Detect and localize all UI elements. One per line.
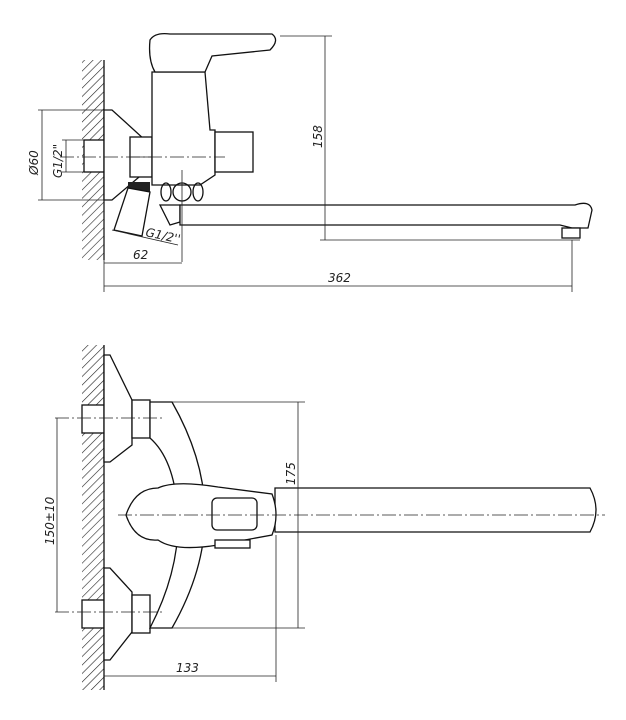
flange-upper — [103, 354, 133, 463]
nut-upper — [131, 399, 151, 439]
wall-hatch — [82, 345, 104, 690]
dim-label-diameter: Ø60 — [27, 150, 41, 176]
dim-label-158: 158 — [311, 125, 325, 148]
dim-label-133: 133 — [176, 661, 199, 675]
mixer-body — [151, 71, 216, 186]
diverter — [214, 131, 254, 173]
dim-label-shower-thread: G1/2'' — [144, 225, 181, 246]
shower-outlet — [113, 187, 151, 237]
dim-label-62: 62 — [133, 248, 148, 262]
flange-lower — [103, 567, 133, 661]
spout — [274, 487, 597, 533]
wall-pipe — [83, 139, 105, 173]
shower-outlet-thread — [128, 182, 150, 192]
nut-lower — [131, 594, 151, 634]
handle — [148, 32, 277, 73]
dim-label-175: 175 — [284, 462, 298, 485]
dim-label-362: 362 — [328, 271, 351, 285]
dim-label-wall-thread: G1/2" — [51, 144, 65, 178]
handle-grip — [211, 497, 258, 531]
dim-label-150: 150±10 — [43, 496, 57, 545]
spout — [179, 202, 593, 229]
side-view: 158 Ø60 G1/2" G1/2'' 62 362 — [27, 32, 593, 292]
aerator — [561, 227, 581, 239]
top-view: 175 150±10 133 — [43, 345, 605, 690]
